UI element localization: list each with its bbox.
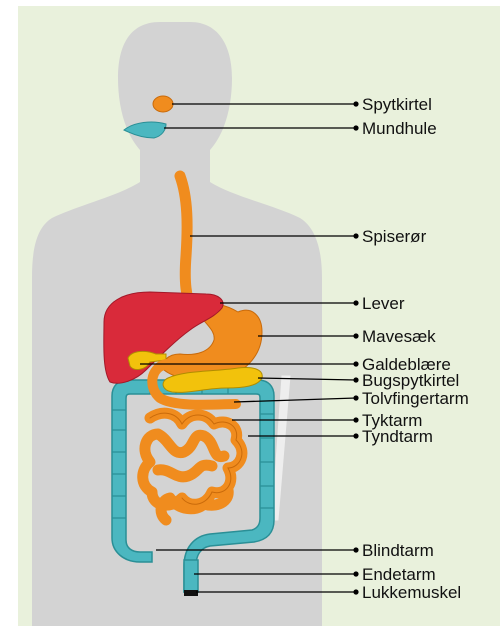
label-tyndtarm: Tyndtarm: [362, 427, 433, 446]
sphincter: [184, 590, 198, 596]
label-endetarm: Endetarm: [362, 565, 436, 584]
label-tolvfingertarm: Tolvfingertarm: [362, 389, 469, 408]
label-spiseror: Spiserør: [362, 227, 427, 246]
esophagus: [180, 176, 192, 310]
label-mavesaek: Mavesæk: [362, 327, 436, 346]
label-bugspytkirtel: Bugspytkirtel: [362, 371, 459, 390]
label-lever: Lever: [362, 294, 405, 313]
label-mundhule: Mundhule: [362, 119, 437, 138]
salivary-gland: [153, 96, 173, 112]
label-lukkemuskel: Lukkemuskel: [362, 583, 461, 602]
rectum: [184, 560, 198, 592]
label-blindtarm: Blindtarm: [362, 541, 434, 560]
label-spytkirtel: Spytkirtel: [362, 95, 432, 114]
